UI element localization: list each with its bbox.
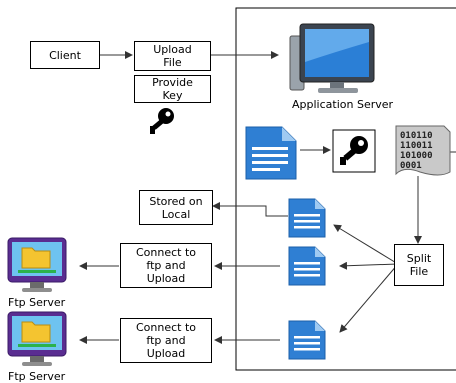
arrow-split-to-doc2 (339, 261, 399, 270)
provide-key-box: Provide Key (134, 75, 211, 103)
ftp-server-caption-2: Ftp Server (8, 370, 66, 383)
arrow-split-to-doc1 (333, 224, 399, 265)
connect-ftp-box-1: Connect to ftp and Upload (120, 243, 212, 288)
upload-file-box: Upload File (134, 41, 211, 71)
client-box: Client (30, 41, 100, 69)
arrow-doc1-to-local (212, 202, 288, 217)
application-server-boundary (235, 7, 456, 371)
arrow-split-to-doc3 (339, 263, 399, 333)
application-server-caption: Application Server (292, 98, 394, 111)
split-file-box: Split File (394, 244, 444, 286)
stored-on-local-box: Stored on Local (139, 190, 213, 225)
connect-ftp-box-2: Connect to ftp and Upload (120, 318, 212, 363)
ftp-server-caption-1: Ftp Server (8, 296, 66, 309)
